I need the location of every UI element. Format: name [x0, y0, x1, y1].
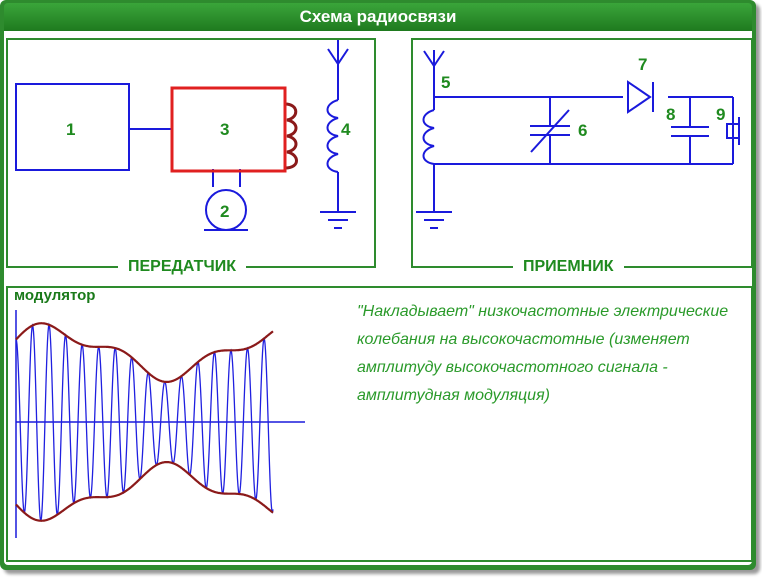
label-5: 5	[441, 73, 450, 92]
label-8: 8	[666, 105, 675, 124]
label-6: 6	[578, 121, 587, 140]
window-title: Схема радиосвязи	[4, 3, 752, 31]
receiver-caption: ПРИЕМНИК	[513, 257, 624, 277]
cap6-arrow	[530, 109, 570, 153]
transmitter-caption: ПЕРЕДАТЧИК	[118, 257, 246, 277]
label-9: 9	[716, 105, 725, 124]
envelope-top	[15, 322, 274, 383]
content-area: 1 3 2 4 ПЕРЕДАТЧИК	[4, 31, 753, 565]
modulator-panel: модулятор "Накладывает" низкочастотные э…	[6, 286, 753, 562]
block-3	[170, 86, 287, 173]
receiver-panel: 5 6 7 8 9 ПРИЕМНИК	[411, 38, 753, 277]
modulation-graph	[15, 310, 305, 538]
label-1: 1	[66, 120, 75, 139]
block-1	[15, 83, 130, 171]
receiver-schematic: 5 6 7 8 9	[416, 50, 740, 229]
coupling-coil	[284, 102, 298, 170]
label-7: 7	[638, 55, 647, 74]
coil-4	[326, 99, 339, 173]
rx-coil	[422, 109, 435, 165]
modulation-description: "Накладывает" низкочастотные электрическ…	[357, 303, 729, 404]
envelope-bottom	[15, 461, 274, 522]
label-4: 4	[341, 120, 351, 139]
window-frame: Схема радиосвязи	[0, 0, 756, 570]
rx-antenna-head	[423, 50, 445, 68]
label-3: 3	[220, 120, 229, 139]
modulator-label: модулятор	[14, 287, 96, 304]
diode-7	[627, 80, 652, 114]
label-2: 2	[220, 202, 229, 221]
carrier-wave	[15, 322, 274, 522]
transmitter-panel: 1 3 2 4 ПЕРЕДАТЧИК	[6, 38, 376, 277]
transmitter-schematic: 1 3 2 4	[15, 40, 356, 231]
